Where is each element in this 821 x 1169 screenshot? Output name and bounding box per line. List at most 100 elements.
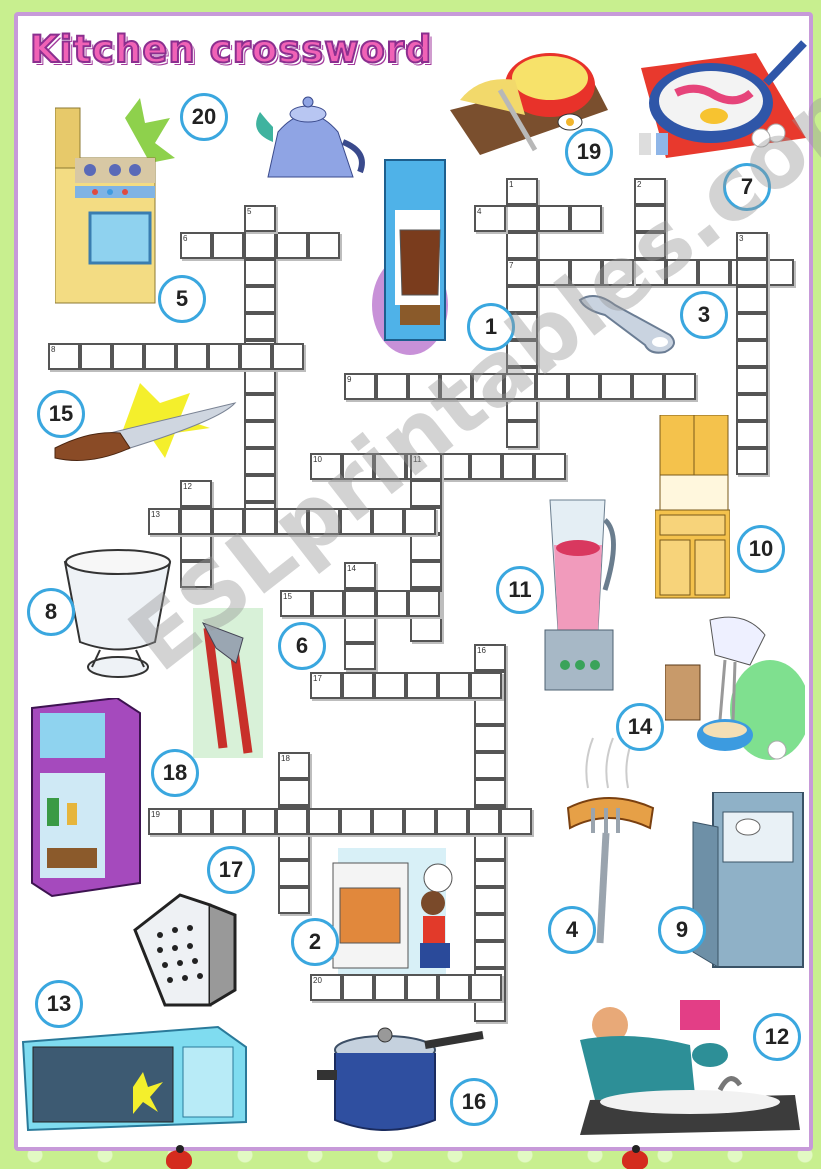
crossword-cell[interactable] (538, 205, 570, 232)
crossword-cell[interactable] (474, 752, 506, 779)
crossword-cell[interactable] (180, 480, 212, 507)
crossword-cell[interactable] (406, 974, 438, 1001)
crossword-cell[interactable] (244, 313, 276, 340)
crossword-cell[interactable] (438, 672, 470, 699)
crossword-cell[interactable] (212, 232, 244, 259)
crossword-cell[interactable] (308, 232, 340, 259)
crossword-cell[interactable] (736, 313, 768, 340)
crossword-cell[interactable] (410, 480, 442, 507)
crossword-cell[interactable] (278, 860, 310, 887)
crossword-cell[interactable] (244, 421, 276, 448)
crossword-cell[interactable] (344, 643, 376, 670)
crossword-cell[interactable] (634, 259, 666, 286)
crossword-cell[interactable] (634, 205, 666, 232)
crossword-cell[interactable] (506, 259, 538, 286)
crossword-cell[interactable] (536, 373, 568, 400)
crossword-cell[interactable] (736, 448, 768, 475)
crossword-cell[interactable] (410, 453, 442, 480)
crossword-cell[interactable] (500, 808, 532, 835)
crossword-cell[interactable] (180, 808, 212, 835)
crossword-cell[interactable] (468, 808, 500, 835)
crossword-cell[interactable] (278, 887, 310, 914)
crossword-cell[interactable] (664, 373, 696, 400)
crossword-cell[interactable] (340, 808, 372, 835)
crossword-cell[interactable] (634, 232, 666, 259)
crossword-cell[interactable] (506, 286, 538, 313)
crossword-cell[interactable] (148, 808, 180, 835)
crossword-cell[interactable] (278, 779, 310, 806)
crossword-cell[interactable] (404, 808, 436, 835)
crossword-cell[interactable] (470, 974, 502, 1001)
crossword-cell[interactable] (570, 259, 602, 286)
crossword-cell[interactable] (440, 373, 472, 400)
crossword-cell[interactable] (344, 590, 376, 617)
crossword-cell[interactable] (308, 808, 340, 835)
crossword-cell[interactable] (474, 833, 506, 860)
crossword-cell[interactable] (180, 508, 212, 535)
crossword-cell[interactable] (340, 508, 372, 535)
crossword-cell[interactable] (244, 205, 276, 232)
crossword-cell[interactable] (240, 343, 272, 370)
crossword-cell[interactable] (474, 698, 506, 725)
crossword-cell[interactable] (666, 259, 698, 286)
crossword-cell[interactable] (374, 672, 406, 699)
crossword-cell[interactable] (312, 590, 344, 617)
crossword-cell[interactable] (474, 205, 506, 232)
crossword-cell[interactable] (308, 508, 340, 535)
crossword-cell[interactable] (278, 833, 310, 860)
crossword-cell[interactable] (244, 808, 276, 835)
crossword-cell[interactable] (698, 259, 730, 286)
crossword-cell[interactable] (144, 343, 176, 370)
crossword-cell[interactable] (180, 561, 212, 588)
crossword-cell[interactable] (376, 373, 408, 400)
crossword-cell[interactable] (212, 808, 244, 835)
crossword-cell[interactable] (474, 914, 506, 941)
crossword-cell[interactable] (474, 644, 506, 671)
crossword-cell[interactable] (374, 453, 406, 480)
crossword-cell[interactable] (736, 367, 768, 394)
crossword-cell[interactable] (474, 725, 506, 752)
crossword-cell[interactable] (310, 974, 342, 1001)
crossword-cell[interactable] (372, 508, 404, 535)
crossword-cell[interactable] (736, 232, 768, 259)
crossword-cell[interactable] (344, 373, 376, 400)
crossword-cell[interactable] (534, 453, 566, 480)
crossword-cell[interactable] (408, 373, 440, 400)
crossword-cell[interactable] (276, 232, 308, 259)
crossword-cell[interactable] (634, 178, 666, 205)
crossword-cell[interactable] (632, 373, 664, 400)
crossword-cell[interactable] (180, 534, 212, 561)
crossword-cell[interactable] (342, 672, 374, 699)
crossword-cell[interactable] (736, 394, 768, 421)
crossword-cell[interactable] (474, 941, 506, 968)
crossword-cell[interactable] (276, 508, 308, 535)
crossword-cell[interactable] (504, 373, 536, 400)
crossword-cell[interactable] (506, 232, 538, 259)
crossword-cell[interactable] (470, 672, 502, 699)
crossword-cell[interactable] (372, 808, 404, 835)
crossword-cell[interactable] (472, 373, 504, 400)
crossword-cell[interactable] (410, 615, 442, 642)
crossword-cell[interactable] (374, 974, 406, 1001)
crossword-cell[interactable] (474, 860, 506, 887)
crossword-cell[interactable] (502, 453, 534, 480)
crossword-cell[interactable] (736, 286, 768, 313)
crossword-cell[interactable] (506, 340, 538, 367)
crossword-cell[interactable] (180, 232, 212, 259)
crossword-cell[interactable] (244, 286, 276, 313)
crossword-cell[interactable] (342, 974, 374, 1001)
crossword-cell[interactable] (538, 259, 570, 286)
crossword-cell[interactable] (176, 343, 208, 370)
crossword-cell[interactable] (736, 421, 768, 448)
crossword-cell[interactable] (602, 259, 634, 286)
crossword-cell[interactable] (244, 367, 276, 394)
crossword-cell[interactable] (272, 343, 304, 370)
crossword-cell[interactable] (276, 808, 308, 835)
crossword-cell[interactable] (80, 343, 112, 370)
crossword-cell[interactable] (600, 373, 632, 400)
crossword-cell[interactable] (244, 448, 276, 475)
crossword-cell[interactable] (280, 590, 312, 617)
crossword-cell[interactable] (48, 343, 80, 370)
crossword-cell[interactable] (736, 340, 768, 367)
crossword-cell[interactable] (244, 232, 276, 259)
